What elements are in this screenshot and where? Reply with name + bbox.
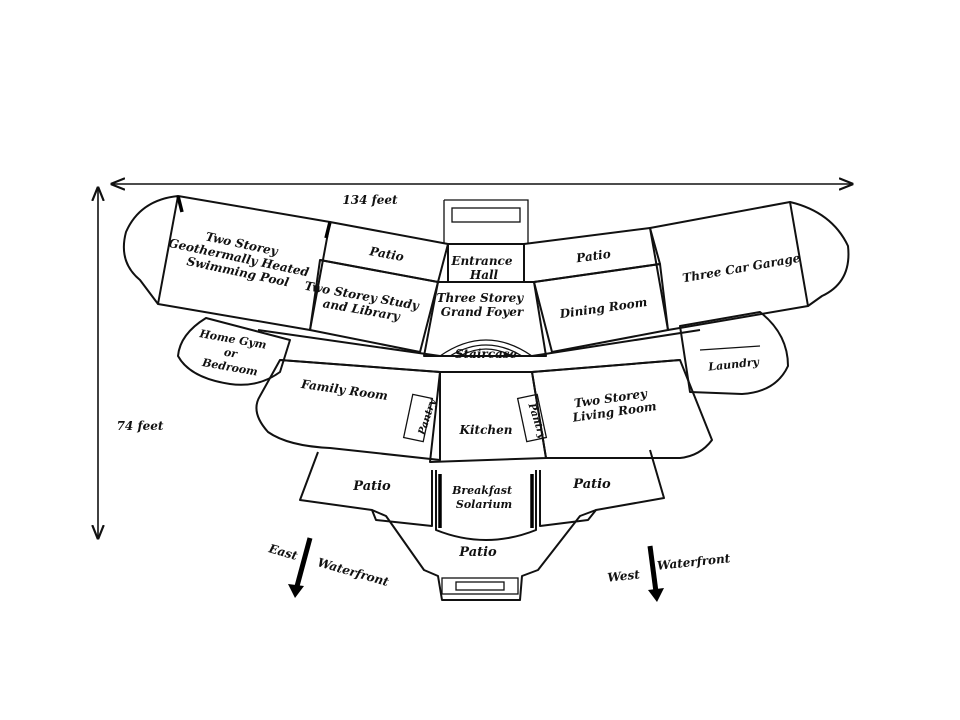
west-arrow-head xyxy=(648,588,664,602)
patio-nw-label: Patio xyxy=(367,244,404,264)
patio-sw-label: Patio xyxy=(352,479,391,494)
garage-label: Three Car Garage xyxy=(681,251,801,286)
east-label: East xyxy=(266,541,299,563)
gym-label: Home Gym or Bedroom xyxy=(193,327,271,380)
west-label: West xyxy=(607,567,641,584)
walls xyxy=(122,195,850,601)
entrance-hall-label: Entrance Hall xyxy=(450,254,516,282)
kitchen-label: Kitchen xyxy=(459,423,513,437)
living-room-label: Two Storey Living Room xyxy=(569,385,658,425)
breakfast-solarium-label: Breakfast Solarium xyxy=(451,484,516,511)
room-labels: Two Storey Geothermally Heated Swimming … xyxy=(164,222,801,560)
width-label: 134 feet xyxy=(342,193,398,207)
east-waterfront-label: Waterfront xyxy=(316,555,391,589)
dining-room-label: Dining Room xyxy=(558,295,648,321)
foyer-label: Three Storey Grand Foyer xyxy=(437,291,528,319)
patio-se-label: Patio xyxy=(572,477,611,492)
laundry-label: Laundry xyxy=(707,355,761,374)
patio-ne-label: Patio xyxy=(574,247,611,266)
patio-south-label: Patio xyxy=(458,545,497,560)
west-arrow xyxy=(647,545,659,593)
east-arrow xyxy=(293,537,313,591)
west-waterfront-label: Waterfront xyxy=(656,551,731,573)
depth-label: 74 feet xyxy=(117,419,164,433)
pool-label: Two Storey Geothermally Heated Swimming … xyxy=(164,222,317,294)
pantry-east-label: Pantry xyxy=(525,401,547,441)
study-label: Two Storey Study and Library xyxy=(301,279,424,327)
orientation: East Waterfront West Waterfront xyxy=(266,537,731,602)
east-arrow-head xyxy=(288,584,304,598)
staircase-label: Staircase xyxy=(455,347,518,361)
family-room-label: Family Room xyxy=(299,377,388,403)
